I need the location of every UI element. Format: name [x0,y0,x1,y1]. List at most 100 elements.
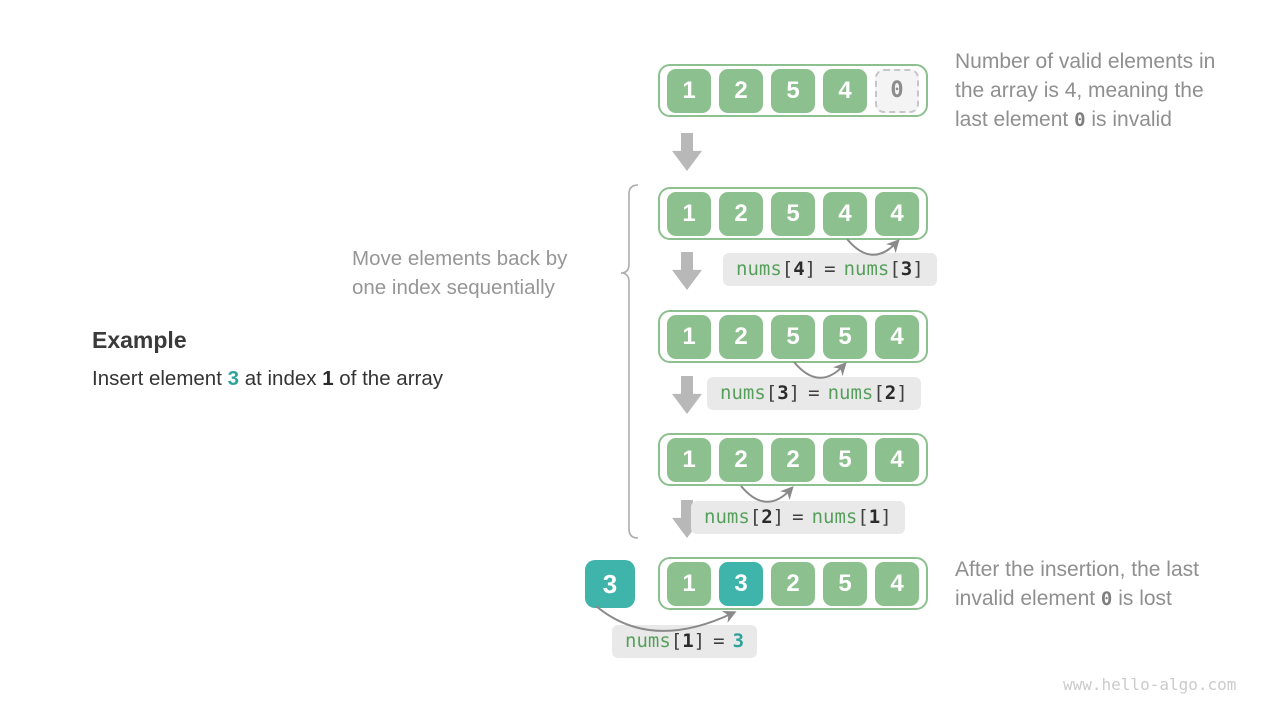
code-token: 3 [777,382,789,404]
note-top-line1: Number of valid elements in [955,50,1216,73]
array-cell: 1 [667,561,711,606]
code-token: = [824,258,836,280]
code-token: [ [765,382,778,404]
array-cell-inserted: 3 [719,561,763,606]
note-top: Number of valid elements in the array is… [955,47,1215,135]
array-cell: 2 [719,314,763,359]
code-token: = [808,382,820,404]
array-cell: 5 [771,314,815,359]
code-token: nums [625,630,671,652]
code-token: ] [788,382,801,404]
code-token: 4 [793,258,805,280]
assignment-label-0: nums[4]=nums[3] [723,253,937,286]
array-cell: 2 [719,437,763,482]
code-token: 2 [761,506,773,528]
array-cell: 4 [823,191,867,236]
note-top-line3: last element 0 is invalid [955,105,1215,135]
array-cell: 2 [771,561,815,606]
example-index: 1 [322,367,334,390]
code-token: ] [912,258,924,280]
array-row-1: 1 2 5 4 4 [658,187,928,240]
note-text: invalid element [955,587,1101,610]
array-cell: 4 [875,314,919,359]
insert-arrow [595,605,737,632]
example-text: Insert element [92,367,228,390]
code-token: ] [880,506,892,528]
array-row-3: 1 2 2 5 4 [658,433,928,486]
watermark: www.hello-algo.com [1063,675,1237,694]
example-text: at index [239,367,323,390]
note-code: 0 [1074,109,1086,131]
down-arrow-icon [672,133,702,171]
array-row-2: 1 2 5 5 4 [658,310,928,363]
array-cell: 2 [719,68,763,113]
note-top-line2: the array is 4, meaning the [955,79,1204,102]
code-token: 3 [900,258,913,280]
code-token: [ [857,506,869,528]
code-token: ] [772,506,785,528]
assignment-label-2: nums[2]=nums[1] [691,501,905,534]
array-cell: 4 [875,561,919,606]
note-bottom-line2: invalid element 0 is lost [955,584,1199,614]
code-token: nums [704,506,750,528]
array-row-4: 1 3 2 5 4 [658,557,928,610]
code-token: nums [843,258,890,280]
copy-arc-arrow [846,238,900,256]
copy-arc-arrow [740,485,794,503]
move-note-line1: Move elements back by [352,247,568,270]
array-cell-invalid: 0 [875,68,919,113]
assignment-label-3: nums[1] = 3 [612,625,758,658]
code-token: 1 [868,506,881,528]
code-token: [ [749,506,762,528]
inserted-element-box: 3 [585,560,635,608]
array-row-0: 1 2 5 4 0 [658,64,928,117]
code-token: [ [670,630,683,652]
array-cell: 5 [823,437,867,482]
copy-arc-arrow [793,361,847,379]
code-token: [ [781,258,794,280]
move-note-line2: one index sequentially [352,276,555,299]
example-heading: Example [92,327,187,353]
note-text: is lost [1112,587,1172,610]
down-arrow-icon [672,376,702,414]
array-cell: 2 [719,191,763,236]
note-text: is invalid [1085,108,1172,131]
example-text: of the array [333,367,443,390]
code-token: 3 [732,630,745,652]
array-cell: 5 [771,191,815,236]
array-cell: 4 [875,191,919,236]
example-value: 3 [227,367,239,390]
array-cell: 1 [667,314,711,359]
note-bottom: After the insertion, the last invalid el… [955,555,1199,614]
down-arrow-icon [672,252,702,290]
code-token: ] [804,258,817,280]
array-cell: 5 [823,314,867,359]
array-cell: 1 [667,68,711,113]
assignment-label-1: nums[3]=nums[2] [707,377,921,410]
note-code: 0 [1100,588,1113,610]
note-text: last element [955,108,1075,131]
array-cell: 5 [823,561,867,606]
array-cell: 5 [771,68,815,113]
array-cell: 1 [667,191,711,236]
code-token: nums [720,382,766,404]
array-cell: 4 [823,68,867,113]
code-token: [ [889,258,901,280]
example-description: Insert element 3 at index 1 of the array [92,367,443,391]
code-token: nums [827,382,874,404]
code-token: = [713,630,725,652]
code-token: [ [873,382,885,404]
move-note: Move elements back by one index sequenti… [352,244,567,302]
array-cell: 4 [875,437,919,482]
code-token: nums [736,258,782,280]
code-token: = [792,506,804,528]
brace [620,184,639,539]
code-token: 2 [884,382,897,404]
code-token: 1 [682,630,694,652]
code-token: ] [693,630,706,652]
note-bottom-line1: After the insertion, the last [955,558,1199,581]
code-token: ] [896,382,908,404]
code-token: nums [811,506,858,528]
array-cell: 1 [667,437,711,482]
